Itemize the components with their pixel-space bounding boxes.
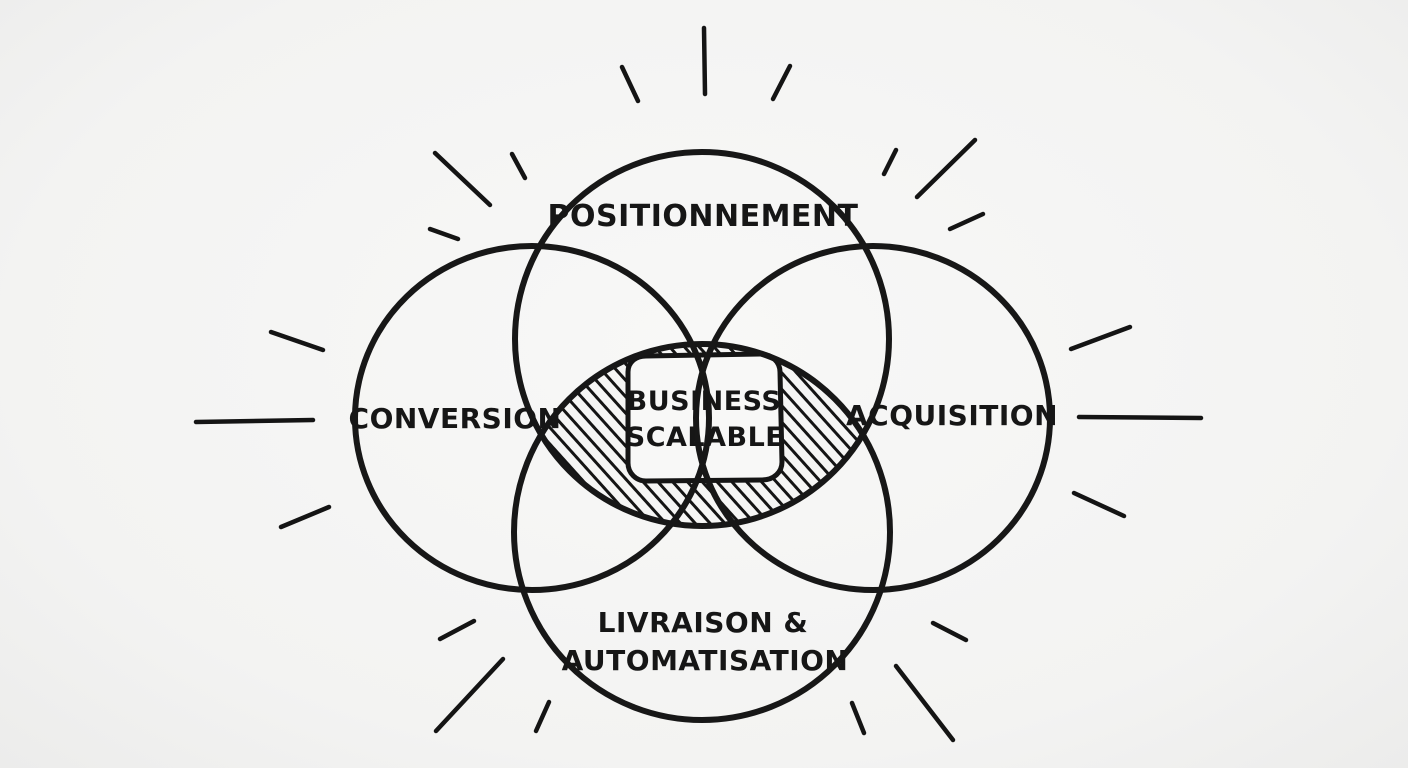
ray bbox=[701, 25, 708, 97]
label-positionnement: POSITIONNEMENT bbox=[547, 199, 858, 234]
ray bbox=[930, 620, 969, 643]
circle-acquisition bbox=[693, 243, 1053, 593]
circle-conversion bbox=[352, 243, 712, 593]
ray bbox=[1068, 324, 1133, 352]
ray bbox=[914, 137, 978, 200]
overlap-top-bottom bbox=[515, 344, 889, 526]
ray bbox=[278, 504, 332, 530]
label-livraison-line1: LIVRAISON & bbox=[598, 606, 809, 639]
center-label-line2: SCALABLE bbox=[626, 422, 785, 453]
ray bbox=[619, 64, 641, 104]
ray bbox=[849, 700, 867, 736]
ray bbox=[437, 618, 477, 642]
ray bbox=[427, 226, 461, 242]
center-label-line1: BUSINESS bbox=[627, 386, 782, 417]
ray bbox=[432, 150, 493, 208]
ray bbox=[433, 656, 506, 734]
label-livraison-line2: AUTOMATISATION bbox=[562, 644, 849, 677]
label-conversion: CONVERSION bbox=[349, 402, 562, 435]
ray bbox=[268, 329, 326, 353]
ray bbox=[1076, 414, 1204, 421]
ray bbox=[947, 211, 986, 232]
ray bbox=[893, 663, 956, 743]
circle-positionnement bbox=[512, 149, 892, 529]
circle-livraison bbox=[511, 341, 893, 723]
ray bbox=[881, 147, 899, 177]
ray bbox=[1071, 490, 1127, 519]
ray bbox=[533, 699, 552, 734]
ray bbox=[770, 63, 793, 102]
ray bbox=[509, 151, 528, 181]
ray bbox=[193, 417, 316, 425]
label-acquisition: ACQUISITION bbox=[846, 399, 1058, 432]
sun-rays bbox=[193, 25, 1204, 743]
